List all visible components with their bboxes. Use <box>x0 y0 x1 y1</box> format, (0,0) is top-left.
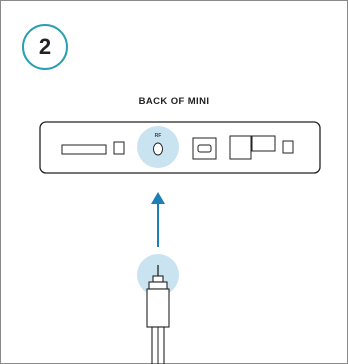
hdmi-port-inner <box>197 144 212 153</box>
small-port-right <box>282 140 294 154</box>
rf-port <box>153 142 163 156</box>
small-port <box>113 141 125 155</box>
step-number: 2 <box>38 34 52 59</box>
rf-port-label: RF <box>155 133 162 139</box>
slot-port <box>61 144 107 155</box>
coax-cable-icon <box>137 254 179 364</box>
step-number-badge: 2 <box>22 24 68 70</box>
device-back-panel <box>39 121 321 174</box>
ethernet-port <box>229 135 252 160</box>
device-title: BACK OF MINI <box>138 96 210 107</box>
hdmi-port <box>192 137 217 160</box>
usb-port <box>251 135 276 152</box>
up-arrow-icon <box>151 192 165 247</box>
